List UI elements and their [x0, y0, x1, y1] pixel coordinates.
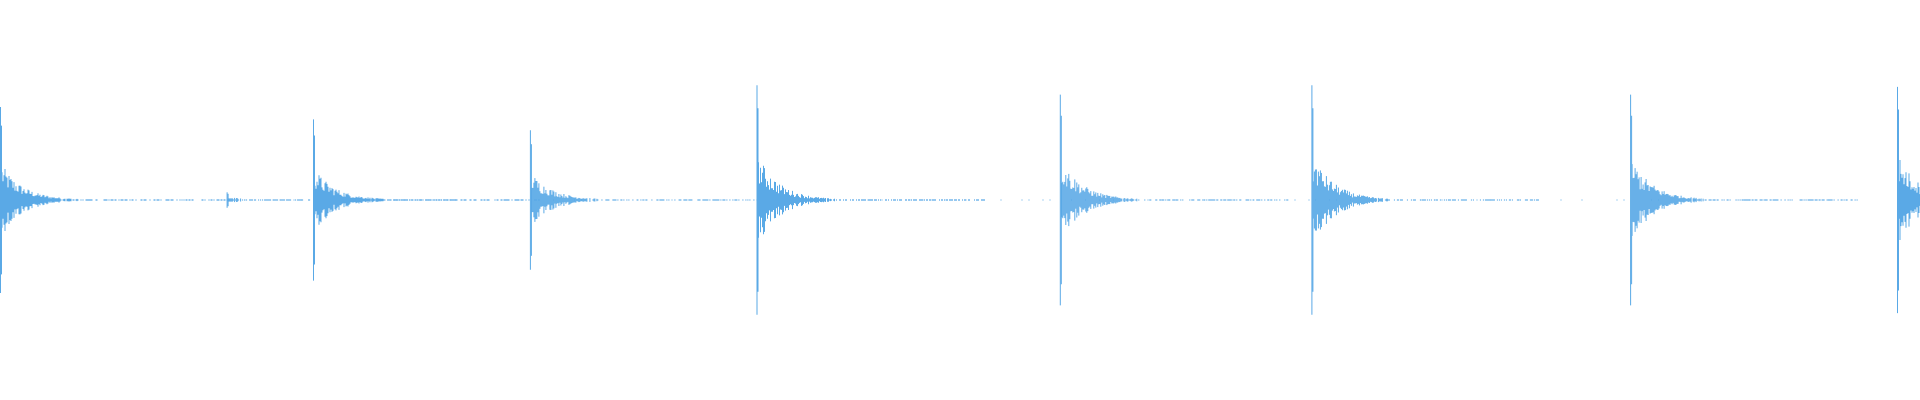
waveform-transient [756, 85, 985, 315]
waveform-transient [1630, 94, 1858, 306]
waveform-layer [0, 85, 1920, 315]
waveform-transient [1897, 86, 1920, 314]
waveform-transient [529, 130, 759, 270]
waveform-transient [0, 107, 230, 293]
waveform-transient [1059, 94, 1289, 306]
waveform-transient [1311, 85, 1539, 315]
waveform-transient [313, 119, 540, 281]
